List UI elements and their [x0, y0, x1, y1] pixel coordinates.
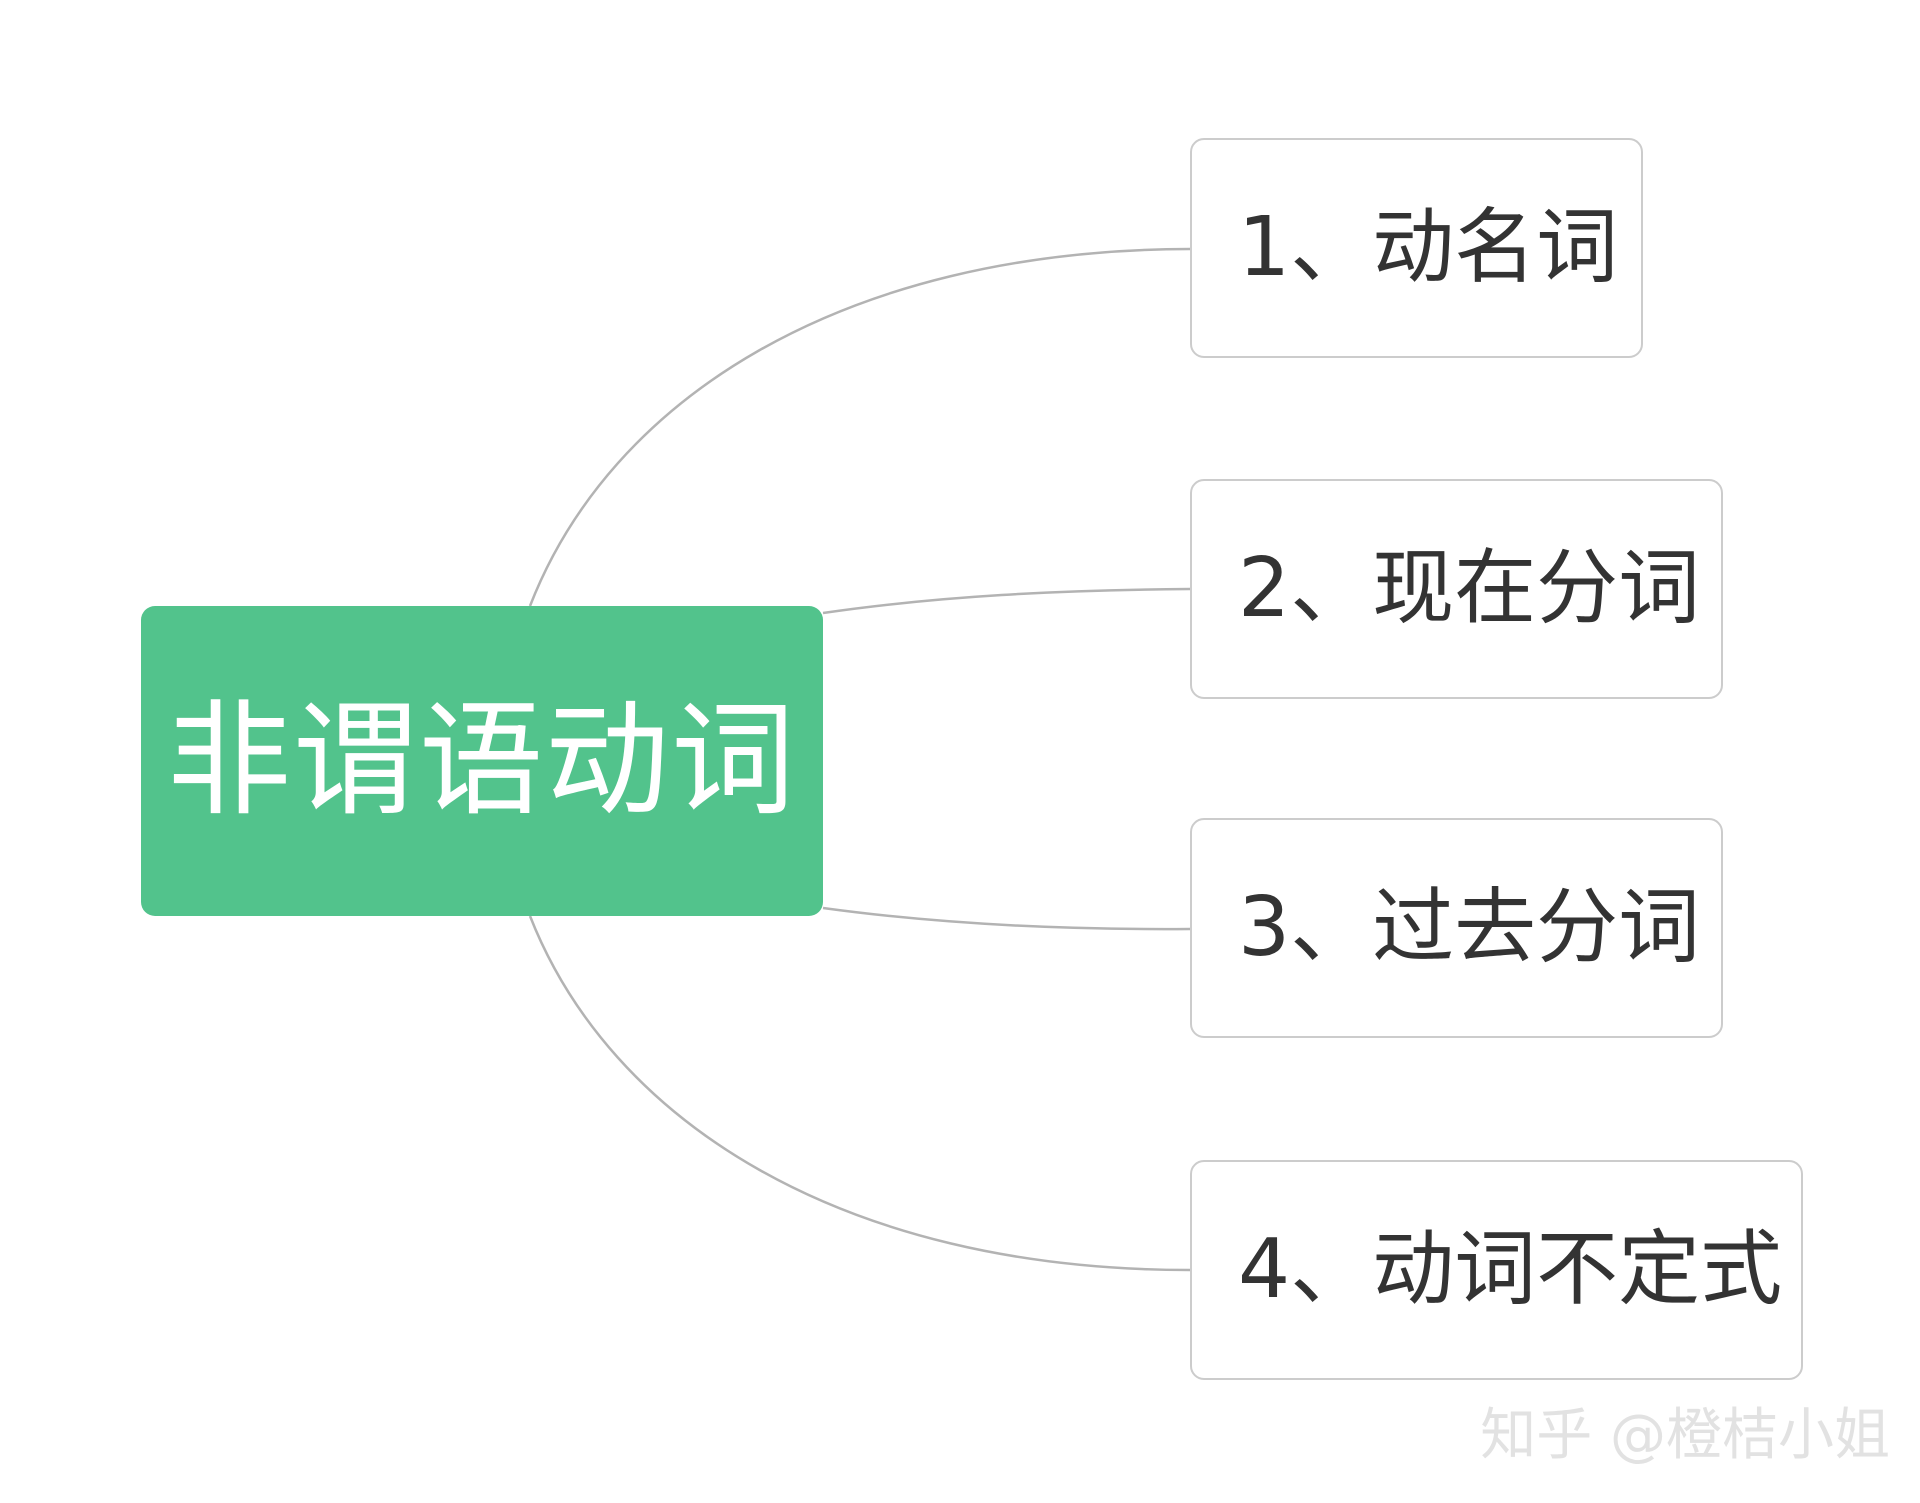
root-node[interactable]: 非谓语动词: [141, 606, 823, 916]
child-node-present-participle[interactable]: 2、现在分词: [1190, 479, 1723, 699]
connector-to-child-3: [822, 906, 1191, 931]
child-node-label: 4、动词不定式: [1238, 1222, 1783, 1317]
child-node-label: 2、现在分词: [1238, 541, 1701, 636]
child-node-infinitive[interactable]: 4、动词不定式: [1190, 1160, 1803, 1380]
child-node-past-participle[interactable]: 3、过去分词: [1190, 818, 1723, 1038]
root-node-label: 非谓语动词: [166, 689, 797, 833]
watermark: 知乎 @橙桔小姐: [1480, 1403, 1890, 1468]
child-node-label: 3、过去分词: [1238, 880, 1701, 975]
child-node-label: 1、动名词: [1238, 200, 1619, 295]
connector-to-child-2: [822, 587, 1191, 615]
connector-to-child-1: [528, 247, 1191, 607]
connector-to-child-4: [528, 915, 1191, 1272]
child-node-gerund[interactable]: 1、动名词: [1190, 138, 1643, 358]
